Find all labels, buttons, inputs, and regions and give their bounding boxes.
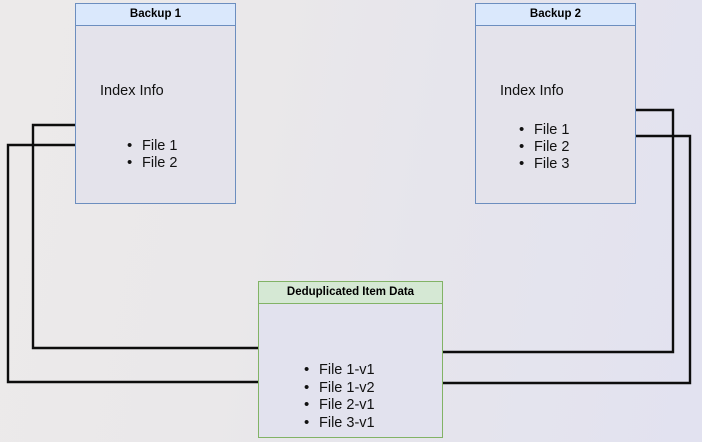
list-item: File 2-v1 [304,396,375,415]
list-item: File 3 [519,155,569,173]
list-item: File 2 [127,154,177,172]
node-backup-2[interactable]: Backup 2 Index Info File 1 File 2 File 3 [475,3,636,204]
backup-1-index-label: Index Info [100,83,164,99]
node-backup-2-title: Backup 2 [476,4,635,26]
list-item: File 1 [519,121,569,139]
backup-2-index-label: Index Info [500,83,564,99]
node-dedup-title: Deduplicated Item Data [259,282,442,304]
dedup-item-list: File 1-v1 File 1-v2 File 2-v1 File 3-v1 [304,361,375,433]
list-item: File 1-v1 [304,361,375,380]
backup-2-file-list: File 1 File 2 File 3 [519,121,569,173]
node-backup-1-body: Index Info File 1 File 2 [76,26,235,203]
node-backup-1[interactable]: Backup 1 Index Info File 1 File 2 [75,3,236,204]
node-backup-2-body: Index Info File 1 File 2 File 3 [476,26,635,203]
list-item: File 3-v1 [304,414,375,433]
list-item: File 1-v2 [304,379,375,398]
list-item: File 2 [519,138,569,156]
backup-1-file-list: File 1 File 2 [127,137,177,172]
node-backup-1-title: Backup 1 [76,4,235,26]
node-dedup-body: File 1-v1 File 1-v2 File 2-v1 File 3-v1 [259,304,442,437]
node-deduplicated-item-data[interactable]: Deduplicated Item Data File 1-v1 File 1-… [258,281,443,438]
list-item: File 1 [127,137,177,155]
